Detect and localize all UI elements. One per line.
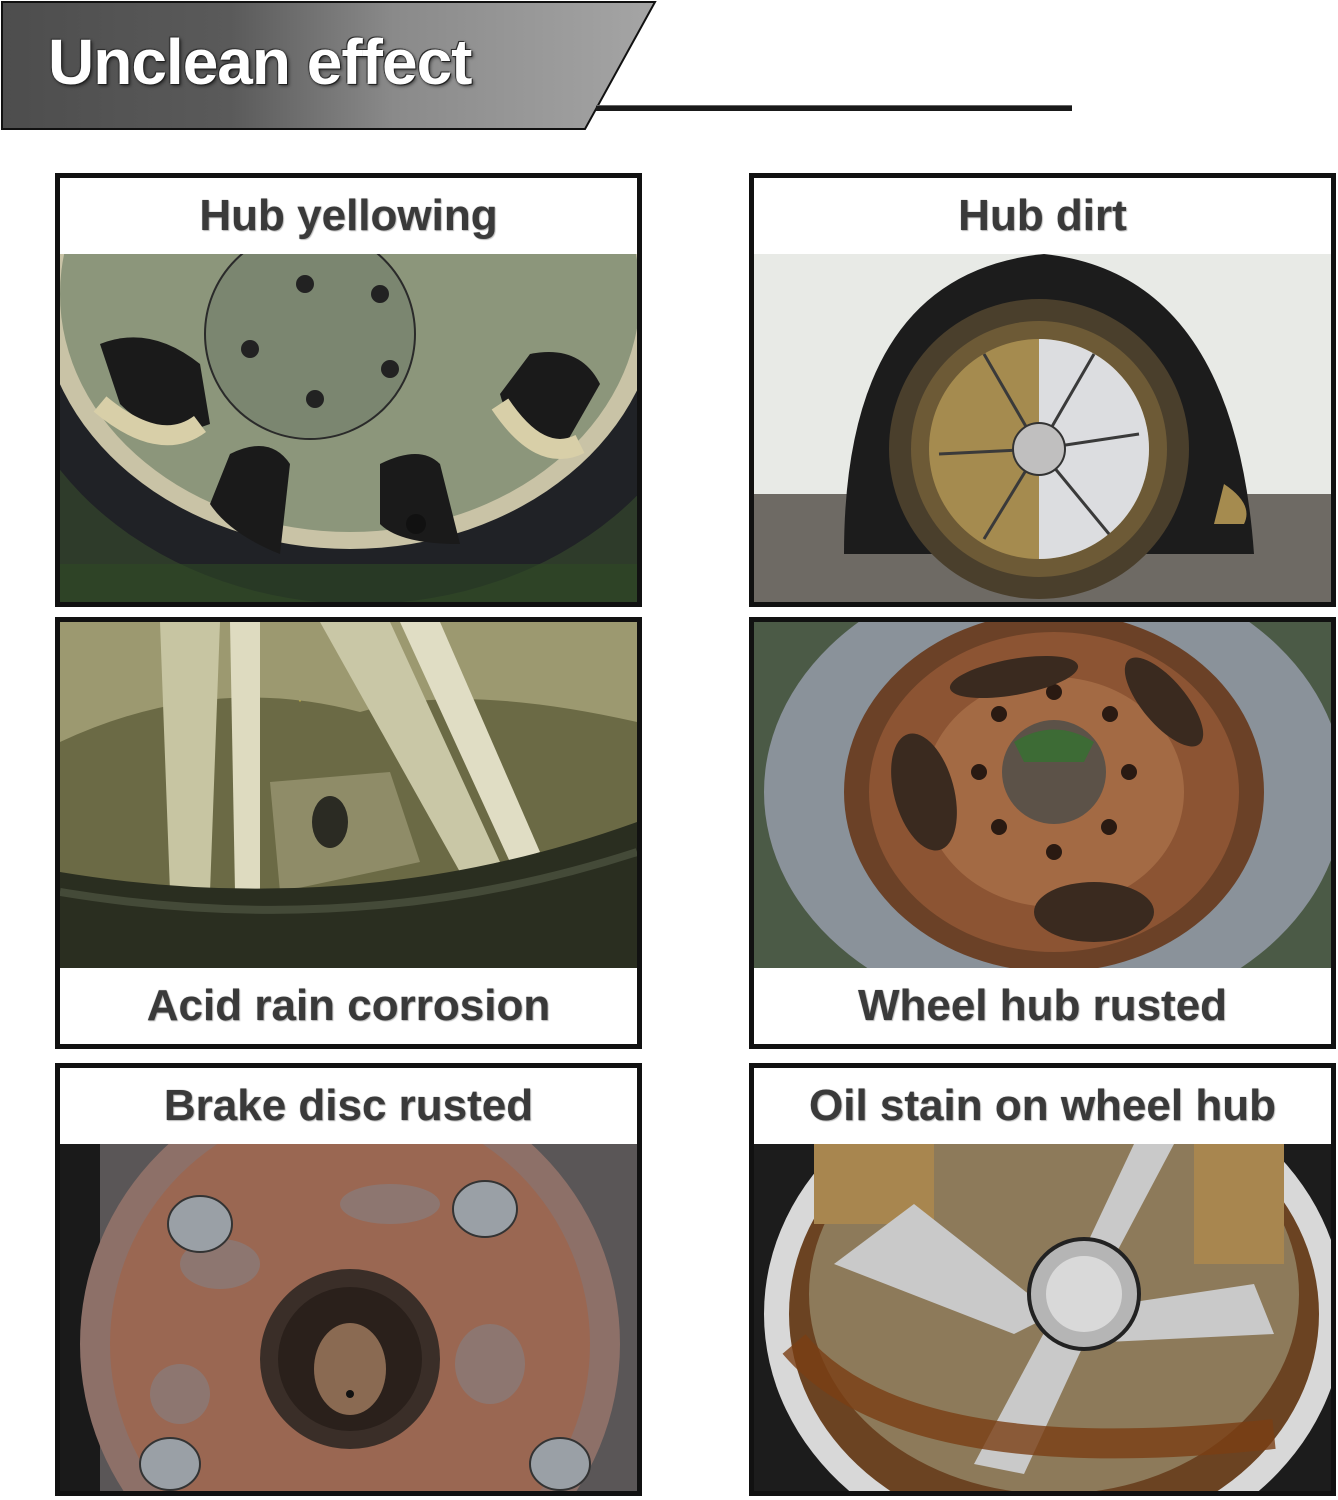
wheel-icon [754, 622, 1331, 968]
panel-brake-disc-rusted: Brake disc rusted [55, 1063, 642, 1496]
brake-disc-icon [60, 1144, 637, 1491]
brake-disc-rusted-photo [60, 1144, 637, 1491]
acid-rain-corrosion-photo [60, 622, 637, 968]
panel-caption: Acid rain corrosion [60, 968, 637, 1044]
panel-caption: Hub yellowing [60, 178, 637, 254]
banner-background [1, 0, 657, 130]
wheel-icon [754, 254, 1331, 602]
page-title: Unclean effect [48, 26, 472, 98]
panel-hub-dirt: Hub dirt [749, 173, 1336, 607]
oil-stain-photo [754, 1144, 1331, 1491]
wheel-icon [60, 622, 637, 968]
header-banner: Unclean effect [0, 0, 660, 132]
panel-caption: Oil stain on wheel hub [754, 1068, 1331, 1144]
panel-acid-rain-corrosion: Acid rain corrosion [55, 617, 642, 1049]
header-underline [596, 105, 1072, 111]
panel-wheel-hub-rusted: Wheel hub rusted [749, 617, 1336, 1049]
wheel-icon [60, 254, 637, 602]
panel-caption: Hub dirt [754, 178, 1331, 254]
panel-caption: Wheel hub rusted [754, 968, 1331, 1044]
panel-oil-stain-on-wheel-hub: Oil stain on wheel hub [749, 1063, 1336, 1496]
panel-hub-yellowing: Hub yellowing [55, 173, 642, 607]
hub-dirt-photo [754, 254, 1331, 602]
wheel-icon [754, 1144, 1331, 1491]
wheel-hub-rusted-photo [754, 622, 1331, 968]
hub-yellowing-photo [60, 254, 637, 602]
panel-caption: Brake disc rusted [60, 1068, 637, 1144]
